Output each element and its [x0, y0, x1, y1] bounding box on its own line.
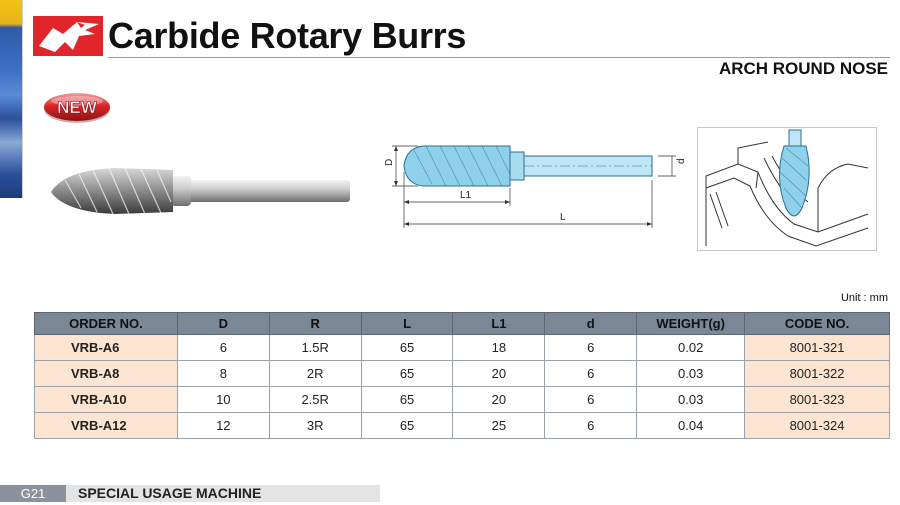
- cell-d: 6: [544, 386, 638, 413]
- cell-L1: 20: [452, 360, 546, 387]
- cell-d: 6: [544, 360, 638, 387]
- eagle-logo-icon: [33, 16, 103, 56]
- page-number: G21: [0, 485, 66, 502]
- cell-code-no: 8001-323: [744, 386, 890, 413]
- cell-code-no: 8001-324: [744, 412, 890, 439]
- col-header-L: L: [360, 312, 454, 335]
- table-row: VRB-A10 10 2.5R 65 20 6 0.03 8001-323: [34, 386, 890, 413]
- title-rule: [108, 57, 890, 58]
- dim-label-L1: L1: [460, 190, 472, 201]
- dim-label-L: L: [560, 212, 566, 223]
- col-header-order-no: ORDER NO.: [34, 312, 178, 335]
- unit-note: Unit : mm: [840, 292, 888, 304]
- cell-weight: 0.03: [636, 386, 746, 413]
- cell-R: 2.5R: [268, 386, 362, 413]
- cell-code-no: 8001-322: [744, 360, 890, 387]
- col-header-L1: L1: [452, 312, 546, 335]
- col-header-d: d: [544, 312, 638, 335]
- cell-order-no: VRB-A8: [34, 360, 178, 387]
- cell-d: 6: [544, 412, 638, 439]
- cell-D: 10: [176, 386, 270, 413]
- page-title: Carbide Rotary Burrs: [108, 15, 467, 56]
- edge-photo-strip: [0, 0, 23, 198]
- cell-L1: 18: [452, 334, 546, 361]
- spec-table: ORDER NO. D R L L1 d WEIGHT(g) CODE NO. …: [34, 312, 890, 439]
- table-row: VRB-A8 8 2R 65 20 6 0.03 8001-322: [34, 360, 890, 387]
- dimension-diagram: D L1 L d: [384, 145, 687, 228]
- cell-weight: 0.02: [636, 334, 746, 361]
- cell-weight: 0.04: [636, 412, 746, 439]
- cell-L1: 20: [452, 386, 546, 413]
- col-header-code-no: CODE NO.: [744, 312, 890, 335]
- cell-L: 65: [360, 386, 454, 413]
- cell-weight: 0.03: [636, 360, 746, 387]
- cell-L1: 25: [452, 412, 546, 439]
- cell-D: 6: [176, 334, 270, 361]
- new-badge-text: NEW: [57, 98, 98, 117]
- cell-D: 12: [176, 412, 270, 439]
- table-row: VRB-A6 6 1.5R 65 18 6 0.02 8001-321: [34, 334, 890, 361]
- cell-L: 65: [360, 360, 454, 387]
- cell-order-no: VRB-A12: [34, 412, 178, 439]
- col-header-weight: WEIGHT(g): [636, 312, 746, 335]
- new-badge: NEW: [44, 93, 110, 123]
- cell-L: 65: [360, 412, 454, 439]
- usage-illustration: [697, 127, 877, 251]
- col-header-R: R: [268, 312, 362, 335]
- col-header-D: D: [176, 312, 270, 335]
- section-name: SPECIAL USAGE MACHINE: [78, 485, 262, 501]
- dim-label-d: d: [676, 158, 687, 164]
- cell-D: 8: [176, 360, 270, 387]
- cell-R: 3R: [268, 412, 362, 439]
- cell-L: 65: [360, 334, 454, 361]
- cell-d: 6: [544, 334, 638, 361]
- cell-order-no: VRB-A10: [34, 386, 178, 413]
- dim-label-D: D: [384, 159, 395, 166]
- cell-R: 1.5R: [268, 334, 362, 361]
- table-header-row: ORDER NO. D R L L1 d WEIGHT(g) CODE NO.: [34, 312, 890, 335]
- cell-code-no: 8001-321: [744, 334, 890, 361]
- burr-photo: [51, 167, 350, 215]
- cell-order-no: VRB-A6: [34, 334, 178, 361]
- footer-bar: [0, 485, 380, 502]
- table-row: VRB-A12 12 3R 65 25 6 0.04 8001-324: [34, 412, 890, 439]
- cell-R: 2R: [268, 360, 362, 387]
- product-subtitle: ARCH ROUND NOSE: [718, 59, 888, 78]
